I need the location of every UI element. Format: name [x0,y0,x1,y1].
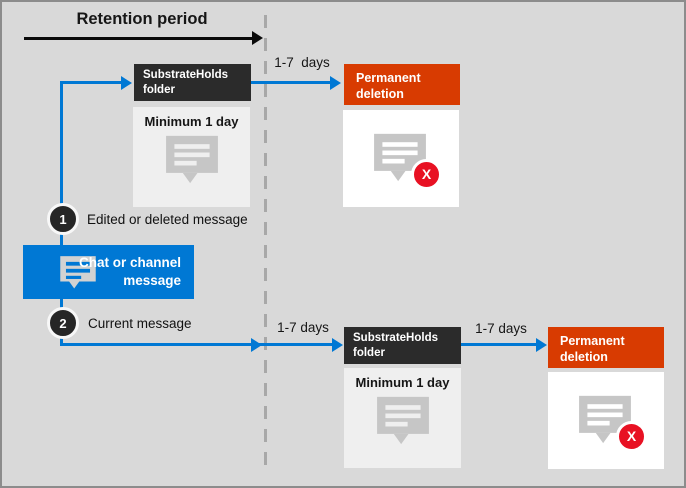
duration-label-top: 1-7 days [274,55,330,70]
diagram-title: Retention period [76,10,208,28]
permanent-deletion-panel-bottom: X [548,372,664,469]
permanent-deletion-header-bottom: Permanent deletion [548,327,664,368]
minimum-duration-label: Minimum 1 day [355,375,450,390]
connector-bottom-to-substrate [60,343,332,346]
duration-label-bottom-1: 1-7 days [277,320,329,335]
substrateholds-panel-bottom: Minimum 1 day [344,368,461,468]
step-2-label: Current message [88,316,192,331]
connector-bottom-to-deletion [461,343,536,346]
arrowhead-icon [251,337,262,352]
substrateholds-panel-top: Minimum 1 day [133,107,250,207]
message-icon [376,396,429,445]
chat-message-box: Chat or channel message [23,245,194,299]
permanent-deletion-panel-top: X [343,110,459,207]
step-1-badge: 1 [47,203,79,235]
retention-axis-arrow [24,37,252,40]
arrowhead-icon [330,75,341,90]
retention-axis-arrowhead-icon [252,31,263,45]
step-1-label: Edited or deleted message [87,212,248,227]
minimum-duration-label: Minimum 1 day [144,114,239,129]
timeline-dashed-divider [264,15,267,473]
duration-label-bottom-2: 1-7 days [475,321,527,336]
arrowhead-icon [121,75,132,90]
chat-message-label: Chat or channel message [78,255,181,289]
step-2-badge: 2 [47,307,79,339]
permanent-deletion-header-top: Permanent deletion [344,64,460,105]
arrowhead-icon [536,337,547,352]
deleted-x-badge-icon: X [411,158,442,190]
chat-message-icon [60,256,96,289]
substrateholds-header-bottom: SubstrateHolds folder [344,327,461,364]
connector-top-to-substrate [60,81,121,84]
arrowhead-icon [332,337,343,352]
substrateholds-header-top: SubstrateHolds folder [134,64,251,101]
deleted-x-badge-icon: X [616,420,647,452]
message-icon [165,135,218,184]
connector-top-to-deletion [248,81,330,84]
